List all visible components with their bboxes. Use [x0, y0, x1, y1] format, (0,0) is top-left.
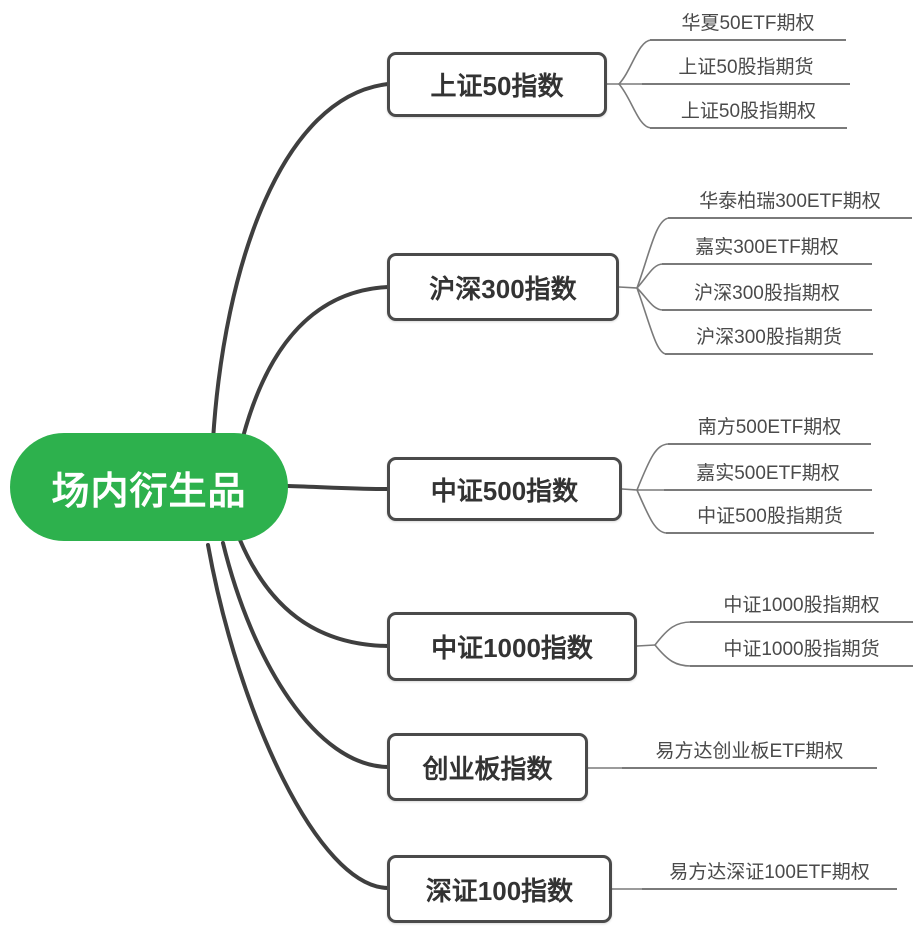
main-branch-links: [206, 82, 390, 890]
branch-node-csi300-index[interactable]: 沪深300指数: [387, 253, 619, 321]
leaf-node-csi500-index-futures[interactable]: 中证500股指期货: [666, 502, 874, 534]
leaf-node-csi300-index-futures[interactable]: 沪深300股指期货: [665, 323, 873, 355]
leaf-node-csi1000-index-option[interactable]: 中证1000股指期权: [690, 591, 913, 623]
branch-node-szse100-index[interactable]: 深证100指数: [387, 855, 612, 923]
leaf-node-csi1000-index-futures[interactable]: 中证1000股指期货: [690, 635, 913, 667]
leaf-node-efunds-chinext-etf-option[interactable]: 易方达创业板ETF期权: [622, 737, 877, 769]
branch-node-chinext-index[interactable]: 创业板指数: [387, 733, 588, 801]
leaf-node-harvest-300etf-option[interactable]: 嘉实300ETF期权: [662, 233, 872, 265]
leaf-node-huatai-pinebridge-300etf-option[interactable]: 华泰柏瑞300ETF期权: [668, 187, 912, 219]
leaf-links: [587, 39, 692, 890]
leaf-node-efunds-szse100-etf-option[interactable]: 易方达深证100ETF期权: [642, 858, 897, 890]
leaf-node-southern-500etf-option[interactable]: 南方500ETF期权: [668, 413, 871, 445]
leaf-node-huaxia-50etf-option[interactable]: 华夏50ETF期权: [650, 9, 846, 41]
leaf-node-sse50-index-option[interactable]: 上证50股指期权: [650, 97, 847, 129]
branch-node-csi1000-index[interactable]: 中证1000指数: [387, 612, 637, 681]
root-node-exchange-derivatives[interactable]: 场内衍生品: [10, 433, 288, 541]
branch-node-sse50-index[interactable]: 上证50指数: [387, 52, 607, 117]
branch-node-csi500-index[interactable]: 中证500指数: [387, 457, 622, 521]
leaf-node-sse50-index-futures[interactable]: 上证50股指期货: [642, 53, 850, 85]
leaf-node-harvest-500etf-option[interactable]: 嘉实500ETF期权: [664, 459, 872, 491]
leaf-node-csi300-index-option[interactable]: 沪深300股指期权: [662, 279, 872, 311]
